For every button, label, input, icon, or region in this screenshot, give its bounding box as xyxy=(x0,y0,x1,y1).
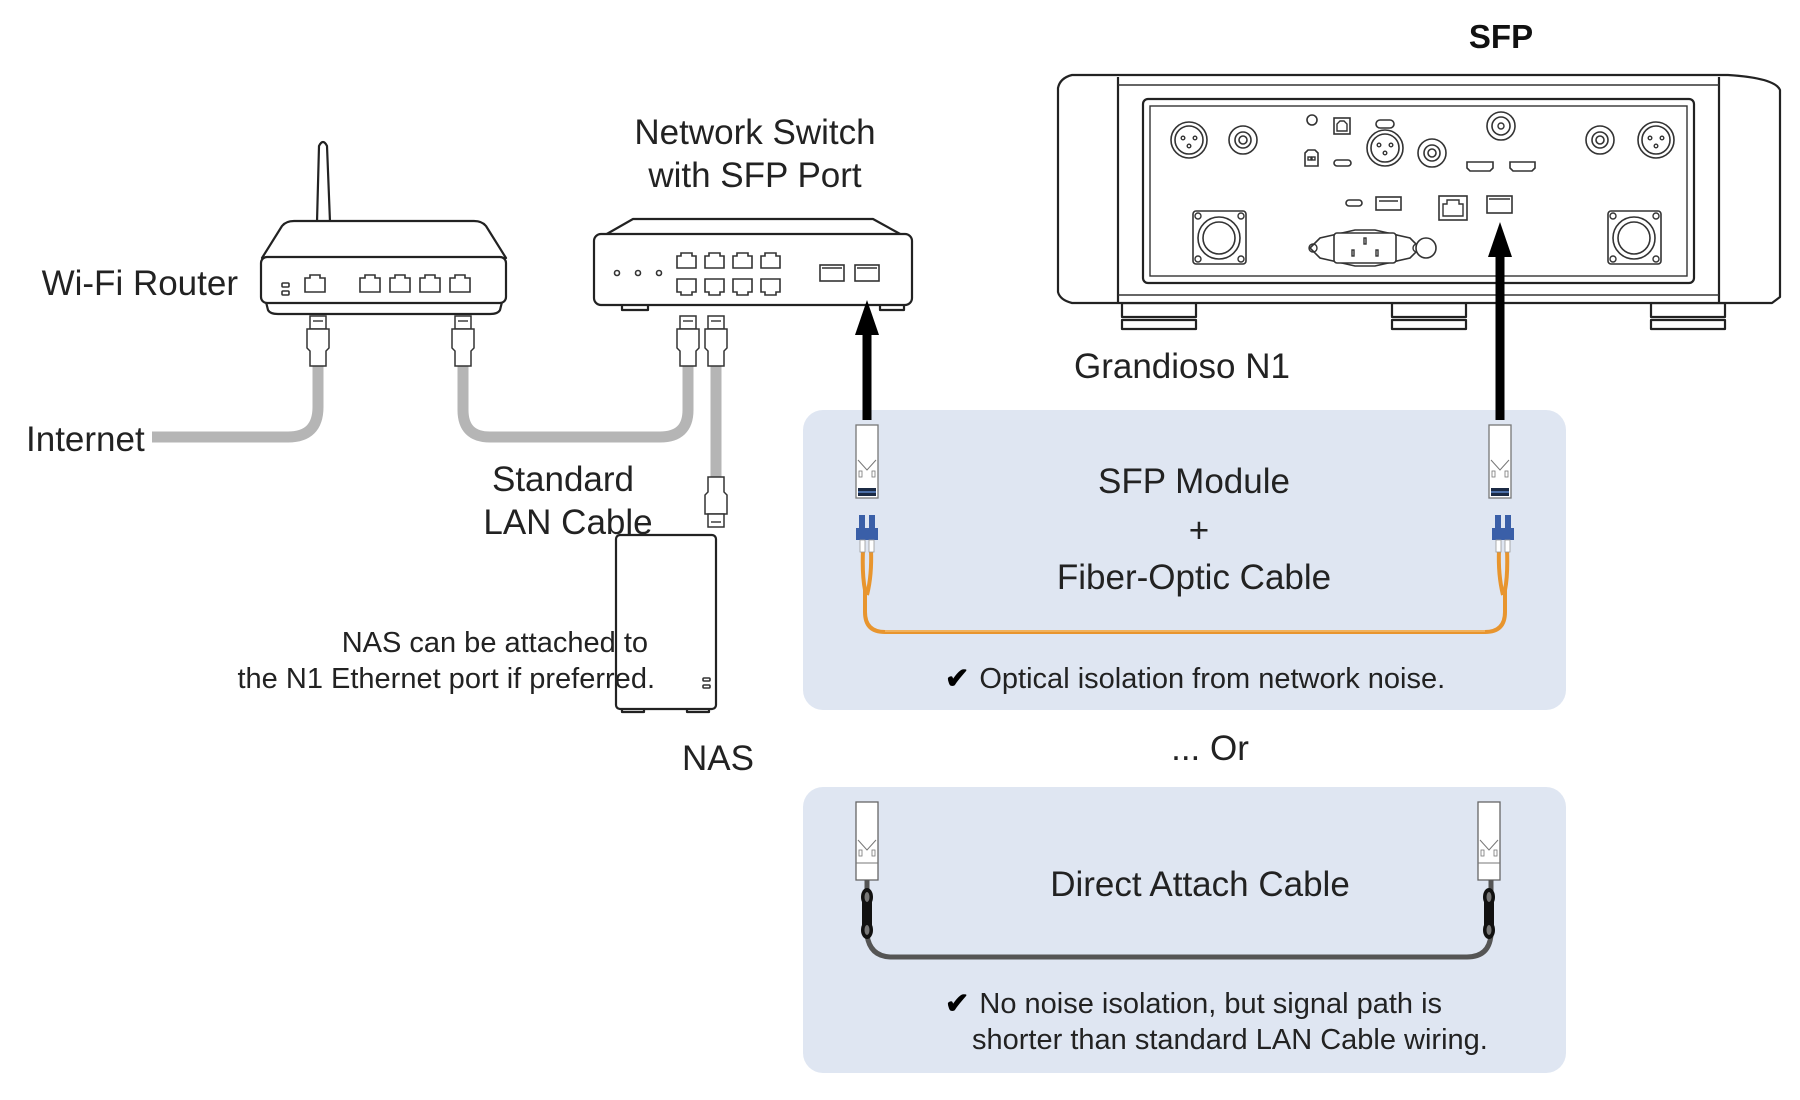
fiber-option-title-line1: SFP Module xyxy=(1098,462,1290,501)
fiber-optic-cable xyxy=(860,549,1510,634)
nas-note-line2: the N1 Ethernet port if preferred. xyxy=(238,663,656,695)
dac-module-icon xyxy=(1477,801,1501,881)
dac-option-panel xyxy=(803,787,1566,1073)
dac-option-caption-row: ✔ No noise isolation, but signal path is xyxy=(945,988,1442,1020)
antenna xyxy=(315,140,332,224)
nas-label: NAS xyxy=(682,739,754,778)
network-switch-device xyxy=(592,217,914,312)
switch-label-line1: Network Switch xyxy=(634,113,875,152)
router-ports xyxy=(304,274,471,293)
dac-option-caption-line1: No noise isolation, but signal path is xyxy=(979,988,1442,1020)
switch-sfp-ports xyxy=(819,264,880,282)
lc-connector-icon xyxy=(856,515,878,553)
wifi-router-device xyxy=(259,140,508,316)
dac-module-icon xyxy=(855,801,879,881)
arrow-up-icon xyxy=(855,300,879,420)
sfp-module-icon xyxy=(855,424,879,499)
fiber-option-title-plus: + xyxy=(1189,511,1209,550)
grandioso-n1-device xyxy=(1056,73,1782,331)
arrow-up-icon xyxy=(1488,222,1512,420)
fiber-option-caption-row: ✔ Optical isolation from network noise. xyxy=(945,663,1445,695)
rj45-plug xyxy=(451,315,475,367)
rj45-plug xyxy=(306,315,330,367)
device-name-label: Grandioso N1 xyxy=(1074,347,1290,386)
dac-option-title: Direct Attach Cable xyxy=(1050,865,1350,904)
checkmark-icon: ✔ xyxy=(945,988,969,1020)
lan-cables xyxy=(152,366,722,477)
rj45-plug xyxy=(704,315,728,367)
switch-label-line2: with SFP Port xyxy=(647,156,862,195)
router-switch-cable xyxy=(457,366,694,443)
fiber-option-caption: Optical isolation from network noise. xyxy=(979,663,1445,695)
nas-device xyxy=(614,533,718,714)
direct-attach-cable xyxy=(861,880,1495,960)
sfp-heading: SFP xyxy=(1469,18,1533,55)
checkmark-icon: ✔ xyxy=(945,663,969,695)
internet-label: Internet xyxy=(26,420,145,459)
internet-cable xyxy=(152,366,324,443)
switch-ethernet-ports xyxy=(676,252,781,296)
lan-cable-label-line2: LAN Cable xyxy=(483,503,652,542)
dac-option-caption-line2: shorter than standard LAN Cable wiring. xyxy=(972,1024,1488,1056)
nas-note-line1: NAS can be attached to xyxy=(342,627,648,659)
lc-connector-icon xyxy=(1492,515,1514,553)
sfp-module-icon xyxy=(1488,424,1512,499)
fiber-option-title-line3: Fiber-Optic Cable xyxy=(1057,558,1331,597)
lan-cable-label-line1: Standard xyxy=(492,460,634,499)
device-sfp-port xyxy=(1486,195,1513,214)
rj45-plug xyxy=(704,476,728,528)
rj45-plug xyxy=(676,315,700,367)
or-separator-label: ... Or xyxy=(1171,729,1249,768)
wifi-router-label: Wi-Fi Router xyxy=(42,264,239,303)
fiber-option-panel xyxy=(803,410,1566,710)
